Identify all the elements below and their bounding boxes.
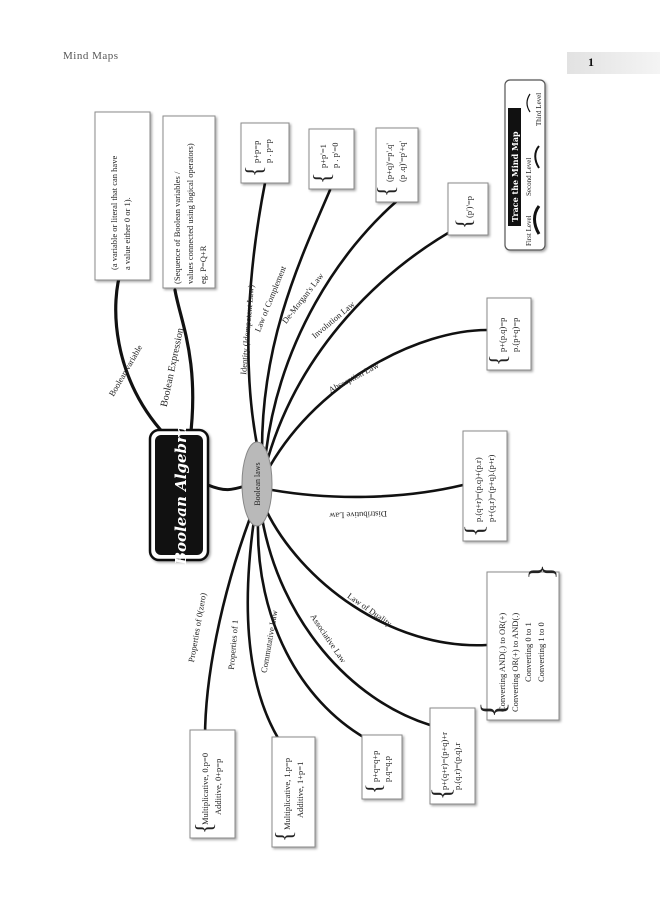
brace-icon: { bbox=[486, 354, 512, 366]
variable-label: Boolean variable bbox=[107, 343, 145, 398]
hub-text: Boolean laws bbox=[253, 462, 262, 505]
branch-title-hub bbox=[206, 483, 247, 492]
variable-line-1: (a variable or literal that can have bbox=[109, 156, 119, 270]
expression-label: Boolean Expression bbox=[159, 327, 186, 408]
demorgan-line-2: (p .q)'=p'+q' bbox=[397, 140, 407, 182]
absorption-box: { p+(p.q)=p p.(p+q)=p bbox=[486, 297, 532, 371]
properties-one-box: { Multiplicative, 1.p=p Additive, 1+p=1 bbox=[271, 736, 316, 848]
hub: Boolean laws bbox=[241, 441, 273, 527]
complement-line-1: p+p'=1 bbox=[318, 144, 328, 168]
branch-commutative bbox=[256, 520, 367, 740]
commutative-line-2: p.q=q.p bbox=[382, 756, 392, 782]
branch-absorption bbox=[268, 328, 489, 468]
properties-one-label: Properties of 1 bbox=[226, 619, 240, 670]
idempotent-line-1: p+p=p bbox=[251, 141, 261, 163]
legend-curve-third-icon bbox=[526, 93, 531, 113]
variable-box: (a variable or literal that can have a v… bbox=[94, 111, 151, 281]
properties-zero-box: { Multiplicative, 0.p=0 Additive, 0+p=p bbox=[189, 729, 236, 839]
idempotent-line-2: p . p=p bbox=[263, 139, 273, 163]
brace-icon: { bbox=[427, 788, 456, 800]
legend-level-2: Second Level bbox=[525, 158, 533, 196]
brace-icon: { bbox=[475, 702, 512, 718]
idempotent-box: { p+p=p p . p=p bbox=[240, 122, 290, 184]
commutative-line-1: p+q=q+p bbox=[370, 751, 380, 782]
variable-line-2: a value either 0 or 1). bbox=[122, 197, 132, 270]
expression-line-2: values connected using logical operators… bbox=[185, 143, 195, 284]
branch-demorgan bbox=[264, 198, 400, 454]
branch-properties-one bbox=[246, 518, 280, 740]
brace-icon: { bbox=[242, 165, 268, 177]
duality-line-2: Converting OR(+) to AND(.) bbox=[510, 613, 520, 712]
branch-variable bbox=[114, 266, 172, 442]
distributive-label: Distributive Law bbox=[328, 509, 387, 521]
distributive-line-1: p.(q+r)=(p.q)+(p.r) bbox=[473, 457, 483, 522]
running-head: Mind Maps bbox=[63, 50, 119, 62]
duality-line-4: Converting 1 to 0 bbox=[536, 622, 546, 682]
legend-level-1: First Level bbox=[525, 215, 533, 246]
demorgan-line-1: (p+q)'=p'.q' bbox=[384, 143, 394, 182]
duality-line-1: Converting AND(.) to OR(+) bbox=[497, 613, 507, 712]
distributive-box: { p.(q+r)=(p.q)+(p.r) p+(q.r)=(p+q).(p+r… bbox=[460, 430, 508, 542]
complement-box: { p+p'=1 p . p'=0 bbox=[308, 128, 355, 190]
absorption-label: Absorption Law bbox=[327, 360, 381, 395]
properties-one-line-2: Additive, 1+p=1 bbox=[295, 762, 305, 818]
properties-zero-label: Properties of 0(zero) bbox=[186, 592, 208, 663]
branch-distributive bbox=[270, 483, 465, 499]
expression-line-1: (Sequence of Boolean variables / bbox=[172, 171, 182, 284]
duality-label: Law of Duality bbox=[346, 591, 395, 629]
legend-box: Trace the Mind Map First Level Second Le… bbox=[504, 79, 546, 251]
branch-idempotent bbox=[247, 181, 267, 452]
brace-icon: { bbox=[374, 185, 400, 197]
absorption-line-1: p+(p.q)=p bbox=[497, 318, 507, 352]
properties-one-line-1: Multiplicative, 1.p=p bbox=[282, 758, 292, 830]
central-title-text: Boolean Algebra bbox=[172, 425, 190, 565]
distributive-line-2: p+(q.r)=(p+q).(p+r) bbox=[486, 455, 496, 522]
properties-zero-line-2: Additive, 0+p=p bbox=[213, 759, 223, 815]
branch-duality bbox=[264, 508, 489, 647]
legend-curve-second-icon bbox=[534, 145, 540, 169]
duality-box: { Converting AND(.) to OR(+) Converting … bbox=[475, 564, 560, 721]
commutative-box: { p+q=q+p p.q=q.p bbox=[361, 734, 403, 800]
page-number: 1 bbox=[588, 55, 594, 69]
branch-properties-zero bbox=[203, 516, 252, 740]
branch-involution bbox=[266, 223, 464, 460]
complement-line-2: p . p'=0 bbox=[330, 143, 340, 168]
branch-associative bbox=[260, 516, 432, 727]
properties-zero-line-1: Multiplicative, 0.p=0 bbox=[200, 753, 210, 825]
brace-icon: { bbox=[310, 172, 336, 184]
legend-level-3: Third Level bbox=[535, 93, 543, 126]
brace-icon: { bbox=[192, 822, 218, 834]
involution-line-1: (p')'=p bbox=[464, 196, 474, 218]
legend-curve-first-icon bbox=[533, 205, 541, 235]
associative-line-1: p+(q+r)=(p+q)+r bbox=[439, 732, 449, 790]
commutative-label: Commutative Law bbox=[259, 609, 280, 674]
brace-icon: { bbox=[460, 525, 489, 537]
branches bbox=[114, 181, 489, 740]
central-title: Boolean Algebra bbox=[148, 425, 210, 566]
brace-icon: { bbox=[451, 218, 476, 229]
brace-icon: { bbox=[361, 783, 386, 794]
absorption-line-2: p.(p+q)=p bbox=[510, 318, 520, 352]
associative-box: { p+(q+r)=(p+q)+r p.(q.r)=(p.q).r bbox=[427, 707, 476, 805]
associative-line-2: p.(q.r)=(p.q).r bbox=[452, 743, 462, 790]
expression-line-3: eg. P=Q+R bbox=[198, 245, 208, 284]
brace-icon: { bbox=[272, 830, 298, 842]
expression-box: (Sequence of Boolean variables / values … bbox=[162, 115, 216, 289]
demorgan-box: { (p+q)'=p'.q' (p .q)'=p'+q' bbox=[374, 127, 419, 203]
involution-box: { (p')'=p bbox=[447, 182, 489, 236]
branch-complement bbox=[260, 188, 332, 452]
brace-icon: } bbox=[523, 564, 560, 580]
branch-expression bbox=[173, 288, 195, 442]
legend-title: Trace the Mind Map bbox=[510, 131, 520, 222]
duality-line-3: Converting 0 to 1 bbox=[523, 622, 533, 682]
page-number-tab bbox=[567, 52, 660, 74]
